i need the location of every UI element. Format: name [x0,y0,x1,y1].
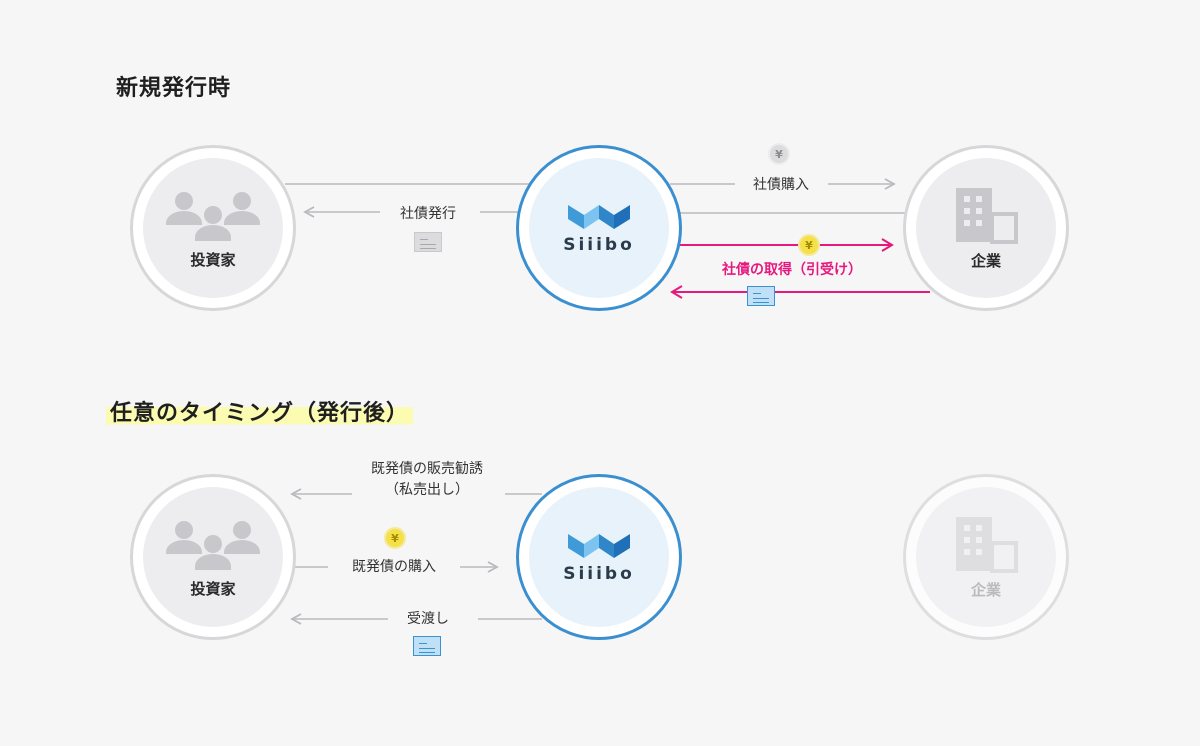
building-icon [956,187,1018,244]
section-title-highlight: 任意のタイミング（発行後） [106,401,414,426]
company-node-2: 企業 [903,474,1069,640]
siiibo-logo-text: Siiibo [563,235,635,255]
yen-coin-icon: ¥ [768,143,790,165]
siiibo-node-2: Siiibo [516,474,682,640]
label-buy: 既発債の購入 [352,559,436,575]
investor-label: 投資家 [190,250,236,269]
bond-document-icon [414,232,442,252]
investors-icon [166,191,260,241]
section-title-anytime: 任意のタイミング（発行後） [106,395,414,427]
investor-node: 投資家 [130,145,296,311]
siiibo-logo-text-2: Siiibo [563,564,635,584]
company-node: 企業 [903,145,1069,311]
bond-document-blue-icon-2 [413,636,441,656]
bond-document-blue-icon [747,286,775,306]
company-node-inner: 企業 [916,158,1056,298]
section-title-new-issue: 新規発行時 [116,76,232,101]
label-sales: 既発債の販売勧誘 （私売出し） [371,459,483,501]
siiibo-node-inner: Siiibo [529,158,669,298]
investor-node-inner: 投資家 [143,158,283,298]
investor-label-2: 投資家 [190,579,236,598]
label-purchase: 社債購入 [753,177,809,193]
company-node-2-inner: 企業 [916,487,1056,627]
siiibo-logo-icon [568,534,630,558]
siiibo-logo-icon [568,205,630,229]
company-label-2: 企業 [970,580,1001,599]
siiibo-node: Siiibo [516,145,682,311]
yen-coin-gold-icon: ¥ [798,234,820,256]
label-sales-line1: 既発債の販売勧誘 [371,461,483,477]
investor-node-2-inner: 投資家 [143,487,283,627]
company-label: 企業 [970,251,1001,270]
label-sales-line2: （私売出し） [385,482,469,498]
yen-coin-gold-icon-2: ¥ [384,527,406,549]
investor-node-2: 投資家 [130,474,296,640]
investors-icon [166,520,260,570]
siiibo-node-2-inner: Siiibo [529,487,669,627]
label-acquire: 社債の取得（引受け） [722,262,862,278]
building-icon [956,516,1018,573]
label-issue: 社債発行 [400,206,456,222]
label-deliver: 受渡し [407,611,449,627]
